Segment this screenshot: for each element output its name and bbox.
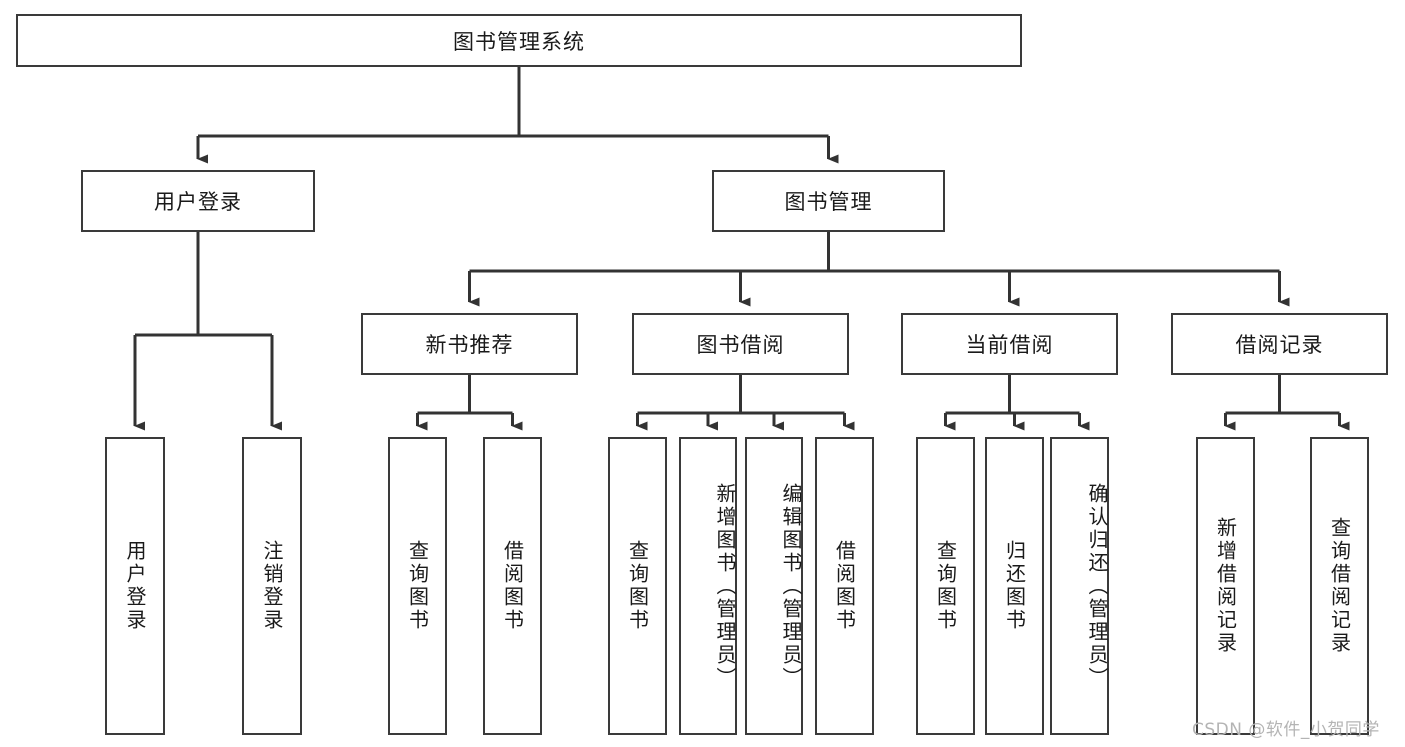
node-label: 查询图书	[933, 540, 958, 632]
node-leaf-borrow-book-1[interactable]: 借阅图书	[483, 437, 542, 735]
node-label: 新书推荐	[425, 333, 514, 357]
node-leaf-user-login[interactable]: 用户登录	[105, 437, 165, 735]
node-leaf-confirm-return[interactable]: 确认归还（管理员）	[1050, 437, 1109, 735]
node-leaf-borrow-book-2[interactable]: 借阅图书	[815, 437, 874, 735]
node-label: 注销登录	[260, 540, 284, 632]
node-leaf-add-book[interactable]: 新增图书（管理员）	[679, 437, 737, 735]
watermark-text: CSDN @软件_小贺同学	[1192, 720, 1380, 740]
node-book-borrow[interactable]: 图书借阅	[632, 313, 849, 375]
node-current-borrow[interactable]: 当前借阅	[901, 313, 1118, 375]
node-leaf-query-book-2[interactable]: 查询图书	[608, 437, 667, 735]
node-leaf-query-record[interactable]: 查询借阅记录	[1310, 437, 1369, 735]
node-borrow-record[interactable]: 借阅记录	[1171, 313, 1388, 375]
node-leaf-edit-book[interactable]: 编辑图书（管理员）	[745, 437, 803, 735]
node-label: 用户登录	[154, 190, 242, 214]
node-leaf-return-book[interactable]: 归还图书	[985, 437, 1044, 735]
node-leaf-add-record[interactable]: 新增借阅记录	[1196, 437, 1255, 735]
node-book-manage[interactable]: 图书管理	[712, 170, 945, 232]
node-leaf-logout[interactable]: 注销登录	[242, 437, 302, 735]
node-label: 图书借阅	[696, 333, 785, 357]
node-label: 编辑图书（管理员）	[779, 482, 803, 690]
node-label: 用户登录	[123, 540, 147, 632]
node-label: 当前借阅	[965, 333, 1054, 357]
node-label: 查询图书	[625, 540, 650, 632]
node-label: 借阅记录	[1235, 333, 1324, 357]
node-label: 查询图书	[405, 540, 430, 632]
node-leaf-query-book-1[interactable]: 查询图书	[388, 437, 447, 735]
node-leaf-query-book-3[interactable]: 查询图书	[916, 437, 975, 735]
node-label: 借阅图书	[500, 540, 525, 632]
node-label: 图书管理	[784, 190, 873, 214]
node-new-book-recommend[interactable]: 新书推荐	[361, 313, 578, 375]
node-user-login[interactable]: 用户登录	[81, 170, 315, 232]
node-label: 确认归还（管理员）	[1085, 482, 1109, 690]
node-label: 归还图书	[1002, 540, 1027, 632]
node-label: 新增借阅记录	[1213, 517, 1238, 655]
node-root-root[interactable]: 图书管理系统	[16, 14, 1022, 67]
node-label: 图书管理系统	[453, 29, 585, 54]
node-label: 新增图书（管理员）	[713, 482, 737, 690]
node-label: 借阅图书	[832, 540, 857, 632]
node-label: 查询借阅记录	[1327, 517, 1352, 655]
